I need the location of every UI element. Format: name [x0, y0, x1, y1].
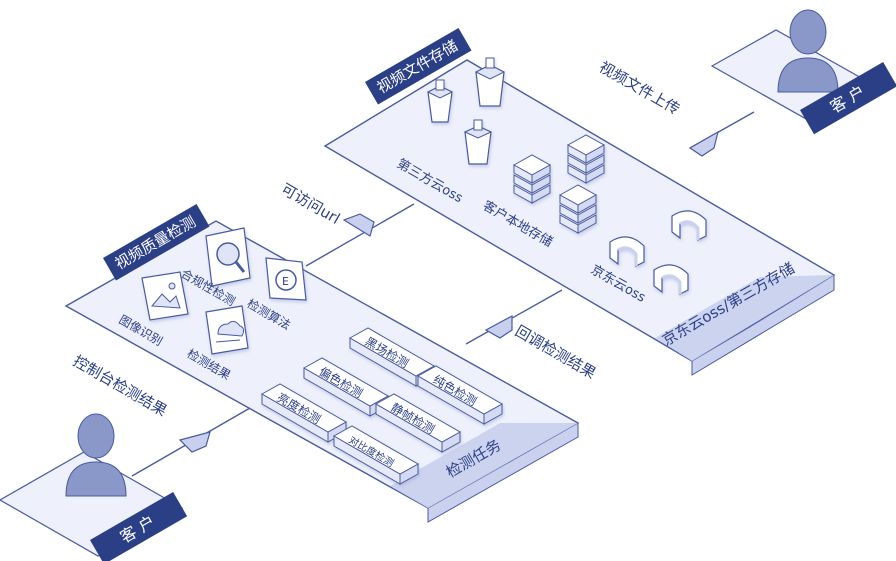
callback-arrow	[465, 289, 563, 345]
customer-top: 客 户	[710, 9, 896, 135]
console-label: 控制台检测结果	[70, 352, 170, 420]
console-arrow	[131, 407, 251, 477]
server-stack-icon	[512, 134, 606, 234]
person-icon	[777, 9, 839, 93]
magnifier-icon	[205, 227, 251, 287]
oss-bucket-icon	[426, 57, 506, 165]
callback-label: 回调检测结果	[512, 322, 599, 383]
url-label: 可访问url	[278, 180, 343, 228]
customer-bottom: 客 户	[0, 413, 188, 561]
upload-label: 视频文件上传	[596, 58, 683, 119]
person-icon	[65, 413, 127, 497]
svg-text:E: E	[282, 275, 289, 288]
algorithm-e-icon: E	[265, 257, 307, 301]
image-icon	[141, 271, 189, 321]
url-arrow	[305, 203, 415, 267]
upload-arrow	[688, 111, 755, 157]
jd-cloud-logo-icon	[609, 210, 707, 295]
cloud-document-icon	[205, 305, 249, 355]
